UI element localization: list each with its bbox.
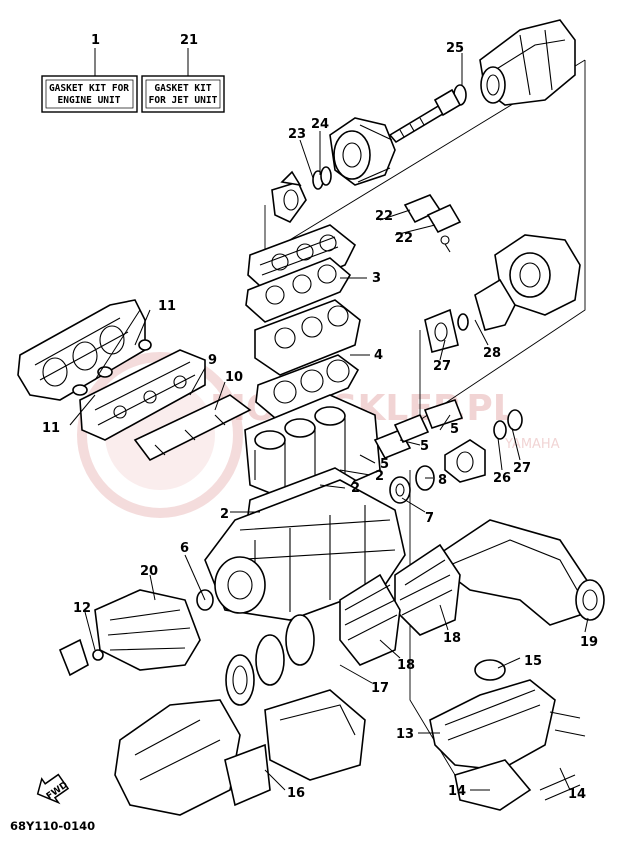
callout-23: 23: [288, 127, 306, 142]
callout-9: 9: [208, 353, 217, 368]
callout-11: 11: [42, 421, 60, 436]
watermark-logo-icon: [77, 352, 243, 518]
impeller-housing: [329, 117, 396, 186]
callout-24: 24: [311, 117, 329, 132]
kit-box-number: 1: [91, 33, 100, 48]
callout-5: 5: [380, 457, 389, 472]
bearing-housing: [444, 409, 523, 483]
callout-28: 28: [483, 346, 501, 361]
jet-nozzle-assembly: [453, 19, 576, 106]
drive-shaft: [388, 88, 462, 144]
callout-2: 2: [220, 507, 229, 522]
callout-8: 8: [438, 473, 447, 488]
callout-22: 22: [375, 209, 393, 224]
callout-27: 27: [513, 461, 531, 476]
cylinder-head-cover: [245, 224, 357, 323]
callout-13: 13: [396, 727, 414, 742]
kit-box-number: 21: [180, 33, 198, 48]
kit-box-line2: FOR JET UNIT: [149, 95, 218, 106]
callout-15: 15: [524, 654, 542, 669]
kit-box-line2: ENGINE UNIT: [58, 95, 121, 106]
kit-box-21: 21 GASKET KIT FOR JET UNIT: [141, 33, 225, 113]
kit-box-1: 1 GASKET KIT FOR ENGINE UNIT: [41, 33, 138, 113]
callout-14: 14: [568, 787, 586, 802]
callout-10: 10: [225, 370, 243, 385]
jet-housing-right: [424, 234, 581, 353]
callout-3: 3: [372, 271, 381, 286]
callout-6: 6: [180, 541, 189, 556]
callout-4: 4: [374, 348, 383, 363]
crankcase: [204, 479, 406, 621]
diagram-code: 68Y110-0140: [10, 819, 95, 833]
callout-14: 14: [448, 784, 466, 799]
callout-25: 25: [446, 41, 464, 56]
impeller: [271, 166, 332, 224]
kit-box-line1: GASKET KIT FOR: [49, 83, 129, 94]
exhaust-manifold: [17, 299, 152, 401]
callout-27: 27: [433, 359, 451, 374]
callout-26: 26: [493, 471, 511, 486]
water-lock-body: [114, 689, 366, 816]
watermark-subtext: YAMAHA: [504, 437, 560, 452]
intake-manifold: [79, 349, 206, 441]
intake-pieces: [403, 194, 462, 253]
fwd-arrow-icon: FWD: [36, 773, 70, 805]
leader-lines: [69, 53, 589, 791]
callout-5: 5: [420, 439, 429, 454]
callout-17: 17: [371, 681, 389, 696]
callout-2: 2: [351, 481, 360, 496]
callout-18: 18: [397, 658, 415, 673]
callout-7: 7: [425, 511, 434, 526]
cylinder-head: [254, 299, 361, 419]
callout-2: 2: [375, 469, 384, 484]
callout-11: 11: [158, 299, 176, 314]
reed-valves: [133, 394, 252, 462]
callout-22: 22: [395, 231, 413, 246]
callout-12: 12: [73, 601, 91, 616]
kit-box-frame: [141, 75, 225, 113]
kit-box-line1: GASKET KIT: [154, 83, 211, 94]
muffler-rings: [225, 573, 401, 706]
kit-box-frame: [41, 75, 138, 113]
callout-20: 20: [140, 564, 158, 579]
callout-16: 16: [287, 786, 305, 801]
callout-numbers: 25 24 23 22 22 3 4 11 11 9 10 5 5 5 2 2 …: [42, 41, 598, 802]
callout-19: 19: [580, 635, 598, 650]
lower-bracket: [429, 659, 586, 811]
exhaust-pipe: [394, 519, 605, 636]
callout-18: 18: [443, 631, 461, 646]
water-pump-parts: [373, 399, 464, 504]
callout-5: 5: [450, 422, 459, 437]
